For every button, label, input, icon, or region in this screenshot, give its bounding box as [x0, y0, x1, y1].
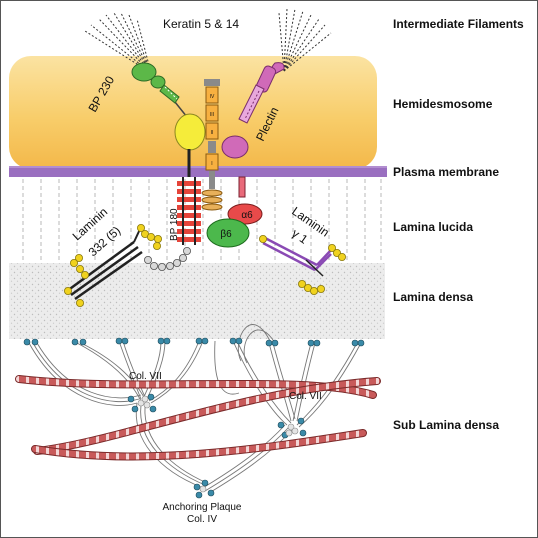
col7-left-label: Col. VII: [129, 371, 162, 382]
bp180-protein: [143, 149, 201, 271]
layer-label-intermediate-filaments: Intermediate Filaments: [393, 17, 524, 31]
collagen-iv-fibers: [15, 375, 381, 461]
domain-iv-label: IV: [210, 94, 215, 100]
layer-label-sub-lamina-densa: Sub Lamina densa: [393, 418, 499, 432]
hemidesmosome-band: [9, 56, 377, 169]
plasma-membrane: [9, 166, 387, 177]
anchoring-plaque-label: Anchoring Plaque: [163, 502, 242, 513]
laminin-332: [64, 223, 162, 307]
domain-i-label: I: [211, 161, 212, 167]
collagen-vii-fibrils: [28, 324, 362, 494]
layer-label-lamina-lucida: Lamina lucida: [393, 220, 473, 234]
alpha6-label: α6: [241, 210, 253, 221]
layer-label-hemidesmosome: Hemidesmosome: [393, 97, 493, 111]
layer-label-plasma-membrane: Plasma membrane: [393, 165, 499, 179]
bp180-cytoplasmic-domain: [174, 113, 206, 151]
bp180-label: BP 180: [169, 208, 180, 241]
col4-label: Col. IV: [187, 514, 217, 525]
plectin-protein: [221, 62, 285, 159]
laminin-gamma1-label-line2: γ 1: [289, 226, 310, 247]
beta4-cytoplasmic-domains: IV III II I: [201, 79, 223, 211]
lamina-lucida-lines: [22, 179, 382, 263]
layer-label-lamina-densa: Lamina densa: [393, 290, 473, 304]
integrin-alpha6beta4: α6 β6: [206, 176, 263, 248]
col7-right-label: Col. VII: [289, 391, 322, 402]
lamina-densa-band: [9, 263, 385, 339]
keratin-filaments-right: [278, 8, 332, 72]
beta6-label: β6: [220, 229, 232, 240]
laminin-gamma1: [258, 234, 346, 295]
domain-ii-label: II: [211, 130, 214, 136]
domain-iii-label: III: [210, 112, 214, 118]
bp230-protein: [131, 62, 188, 118]
keratin-label: Keratin 5 & 14: [163, 17, 239, 31]
